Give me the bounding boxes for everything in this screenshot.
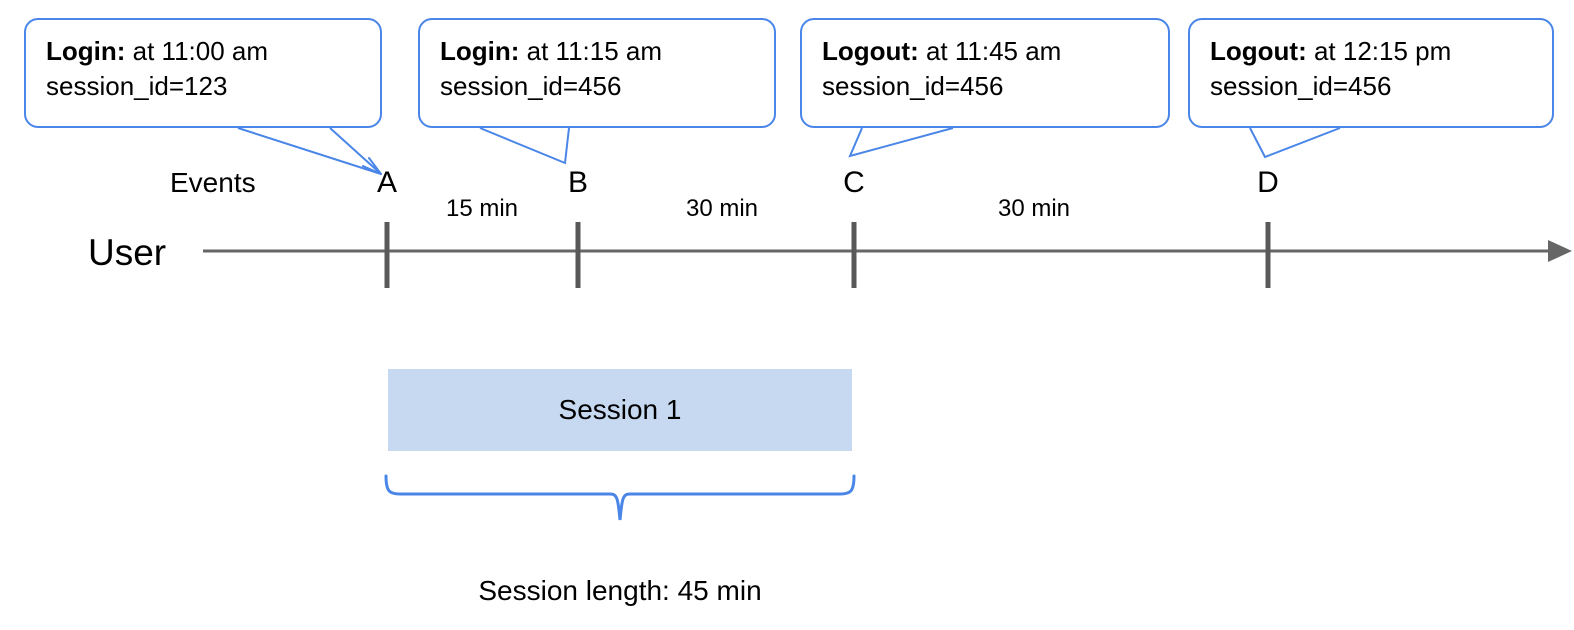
timeline-axis xyxy=(203,240,1572,262)
interval-label-b-c: 30 min xyxy=(685,195,759,222)
callout-d-time: at 12:15 pm xyxy=(1306,36,1452,66)
callout-a-time: at 11:00 am xyxy=(125,36,269,66)
session-length-label: Session length: 45 min xyxy=(478,575,762,606)
callout-b-tail xyxy=(479,127,570,165)
callout-c-line-1: Logout: at 11:45 am xyxy=(822,34,1150,69)
callout-b-session: session_id=456 xyxy=(440,70,622,101)
callout-c-tail xyxy=(848,127,954,158)
callout-event-c: Logout: at 11:45 am session_id=456 xyxy=(800,18,1170,128)
callout-b-time: at 11:15 am xyxy=(519,36,663,66)
user-lane-label: User xyxy=(88,232,167,273)
callout-b-label: Login: xyxy=(440,36,520,66)
callout-d-line-1: Logout: at 12:15 pm xyxy=(1210,34,1534,69)
event-marker-b: B xyxy=(567,166,589,199)
session-bar: Session 1 xyxy=(388,369,852,451)
callout-b-line-1: Login: at 11:15 am xyxy=(440,34,756,69)
callout-a-tail-lower xyxy=(329,127,382,175)
interval-label-c-d: 30 min xyxy=(997,195,1071,222)
event-marker-c: C xyxy=(843,166,865,199)
callout-event-a: Login: at 11:00 am session_id=123 xyxy=(24,18,382,128)
callout-tails xyxy=(237,127,1341,175)
callout-event-b: Login: at 11:15 am session_id=456 xyxy=(418,18,776,128)
callout-c-time: at 11:45 am xyxy=(918,36,1062,66)
callout-a-tail-upper xyxy=(237,127,382,175)
event-marker-a: A xyxy=(376,166,398,199)
interval-label-a-b: 15 min xyxy=(445,195,519,222)
timeline-tick-marks xyxy=(384,222,1271,288)
timeline-axis-arrowhead xyxy=(1548,240,1572,262)
callout-event-d: Logout: at 12:15 pm session_id=456 xyxy=(1188,18,1554,128)
events-lane-label: Events xyxy=(170,167,256,198)
callout-c-label: Logout: xyxy=(822,36,919,66)
callout-d-session: session_id=456 xyxy=(1210,70,1392,101)
event-marker-d: D xyxy=(1257,166,1279,199)
session-bar-label: Session 1 xyxy=(558,394,682,425)
session-duration-brace xyxy=(384,474,856,521)
callout-d-label: Logout: xyxy=(1210,36,1307,66)
callout-c-session: session_id=456 xyxy=(822,70,1004,101)
callout-d-tail xyxy=(1249,127,1341,159)
callout-a-session: session_id=123 xyxy=(46,70,228,101)
callout-a-label: Login: xyxy=(46,36,126,66)
callout-a-line-1: Login: at 11:00 am xyxy=(46,34,362,69)
